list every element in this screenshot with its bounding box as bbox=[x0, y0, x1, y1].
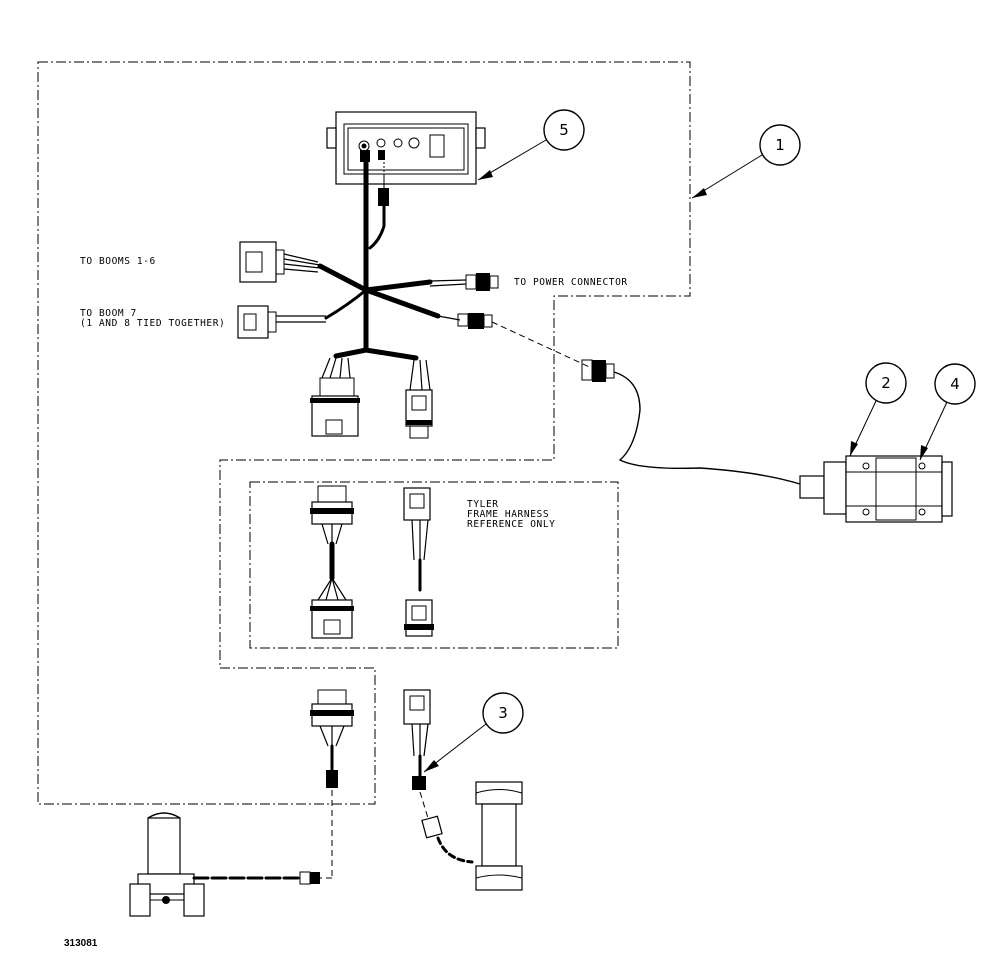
figure-number: 313081 bbox=[64, 938, 98, 949]
item-3-harness bbox=[403, 689, 474, 864]
callout-2: 2 bbox=[849, 362, 907, 457]
trunk-lower-split bbox=[333, 347, 419, 361]
svg-text:4: 4 bbox=[950, 375, 960, 393]
callout-5: 5 bbox=[477, 109, 585, 181]
label-power-connector: TO POWER CONNECTOR bbox=[514, 277, 628, 288]
callout-1: 1 bbox=[691, 124, 801, 199]
power-connector-lead bbox=[363, 273, 499, 293]
frame-harness-right bbox=[403, 487, 434, 637]
lower-left-harness-connector bbox=[310, 357, 360, 437]
callout-4: 4 bbox=[919, 363, 976, 461]
svg-text:5: 5 bbox=[559, 121, 569, 139]
frame-harness-reference-box bbox=[249, 481, 619, 649]
svg-text:2: 2 bbox=[881, 374, 891, 392]
bottom-left-valve bbox=[129, 812, 320, 917]
sensor-lead bbox=[363, 287, 597, 371]
secondary-lead bbox=[368, 196, 386, 250]
lower-right-harness-connector bbox=[405, 359, 433, 439]
label-boom-7-line2: (1 AND 8 TIED TOGETHER) bbox=[80, 318, 225, 329]
secondary-lead-connector bbox=[378, 188, 389, 206]
callout-3: 3 bbox=[423, 692, 524, 773]
label-booms-1-6: TO BOOMS 1-6 bbox=[80, 256, 156, 267]
bottom-left-harness bbox=[310, 689, 354, 879]
boom-7-connector bbox=[237, 288, 368, 339]
label-boom-7-line1: TO BOOM 7 bbox=[80, 308, 137, 319]
label-tyler-line2: FRAME HARNESS bbox=[467, 509, 549, 520]
frame-harness-left bbox=[310, 485, 354, 639]
console-unit bbox=[326, 111, 486, 185]
svg-text:3: 3 bbox=[498, 704, 508, 722]
booms-1-6-connector bbox=[239, 241, 369, 293]
label-tyler-line1: TYLER bbox=[467, 499, 499, 510]
label-tyler-line3: REFERENCE ONLY bbox=[467, 519, 555, 530]
kit-boundary-outline bbox=[37, 61, 691, 805]
flow-sensor-assembly bbox=[581, 359, 953, 523]
bottom-right-fitting bbox=[475, 781, 523, 891]
svg-text:1: 1 bbox=[775, 136, 785, 154]
